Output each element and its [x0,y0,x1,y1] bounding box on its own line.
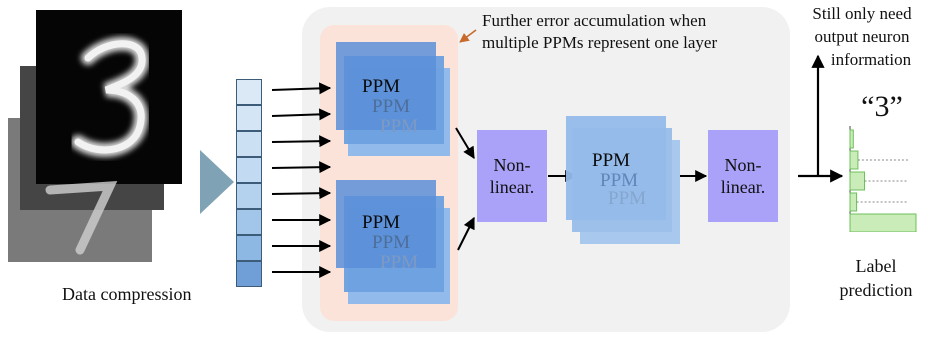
compression-arrow-icon [200,150,234,214]
ppm-label: PPM [608,188,647,209]
vector-cell [236,261,262,287]
output-annotation-line1: Still only need [812,4,912,23]
digit-image-front [36,10,182,184]
output-bar [849,171,866,191]
label-prediction-line2: prediction [839,280,913,300]
ppm-stack-top: PPM PPM PPM [336,40,454,156]
vector-cell [236,131,262,157]
ppm-label: PPM [372,96,411,117]
ppm-layer-front [336,180,436,268]
vector-cell [236,235,262,261]
ppm-label: PPM [600,170,639,191]
vector-cell [236,157,262,183]
ppm-label: PPM [592,150,631,171]
ppm-label: PPM [362,212,401,233]
ppm-layer-front [566,116,666,220]
ppm-label: PPM [380,116,419,137]
nonlinear-line1: Non- [724,154,762,175]
nonlinear-line2: linear. [489,177,535,197]
output-bar [849,129,854,149]
output-bar-chart [849,126,917,232]
digit-seven-glyph [45,181,118,255]
vector-cell [236,183,262,209]
nonlinear-line2: linear. [720,177,766,197]
output-bar [849,213,917,232]
ppm-label: PPM [380,252,419,273]
vector-cell [236,79,262,105]
output-annotation-line2: output neuron [814,27,910,46]
digit-three-glyph [71,36,149,157]
label-prediction-line1: Label [855,256,897,276]
data-compression-label: Data compression [62,284,192,304]
ppm-label: PPM [372,232,411,253]
predicted-digit: “3” [861,90,903,123]
ppm-stack-middle: PPM PPM PPM [566,114,682,244]
output-annotation-line3: information [830,50,912,69]
nonlinear-box-2: Non- linear. [708,130,778,222]
vector-cell [236,209,262,235]
vector-cell [236,105,262,131]
output-bar [849,192,858,212]
ppm-layer-front [336,42,436,130]
compressed-vector [236,79,262,289]
ppm-stack-bottom: PPM PPM PPM [336,176,454,306]
output-bar [849,150,859,170]
nonlinear-line1: Non- [493,154,531,175]
error-annotation-line1: Further error accumulation when [482,11,707,30]
ppm-label: PPM [362,76,401,97]
nonlinear-box-1: Non- linear. [477,130,547,222]
error-annotation-line2: multiple PPMs represent one layer [482,33,718,52]
